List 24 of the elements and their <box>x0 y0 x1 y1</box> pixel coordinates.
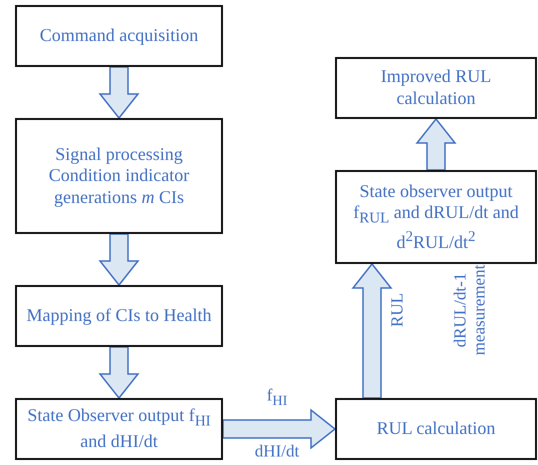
block-arrow <box>351 262 393 399</box>
process-box <box>15 398 223 460</box>
process-box <box>335 170 537 264</box>
block-arrow <box>98 66 140 120</box>
box-text: Command acquisition <box>40 25 198 47</box>
edge-label: RUL <box>388 293 408 327</box>
box-text: Signal processing Condition indicator generations m CIs <box>48 144 190 208</box>
process-box <box>335 398 537 460</box>
block-arrow <box>415 118 457 171</box>
box-text: RUL calculation <box>376 418 496 440</box>
box-text: State Observer output f$_{HI}$ and dHI/dt <box>26 405 212 453</box>
block-arrow <box>222 408 336 450</box>
process-box <box>15 118 223 234</box>
process-box <box>15 285 223 347</box>
block-arrow <box>98 346 140 400</box>
box-text: Improved RUL calculation <box>380 66 492 110</box>
process-box <box>15 5 223 67</box>
arrow-label: dRUL/dt-1 measurement <box>451 264 489 358</box>
arrow-label: dHI/dt <box>254 442 300 462</box>
box-text: Mapping of CIs to Health <box>26 305 212 327</box>
box-text: State observer output f$_{RUL}$ and dRUL/dt and d$^{2}$RUL/dt$^{2}$ <box>352 180 520 254</box>
block-arrow <box>98 233 140 286</box>
edge-label: f$_{HI}$ <box>266 386 288 410</box>
process-box <box>335 57 537 119</box>
